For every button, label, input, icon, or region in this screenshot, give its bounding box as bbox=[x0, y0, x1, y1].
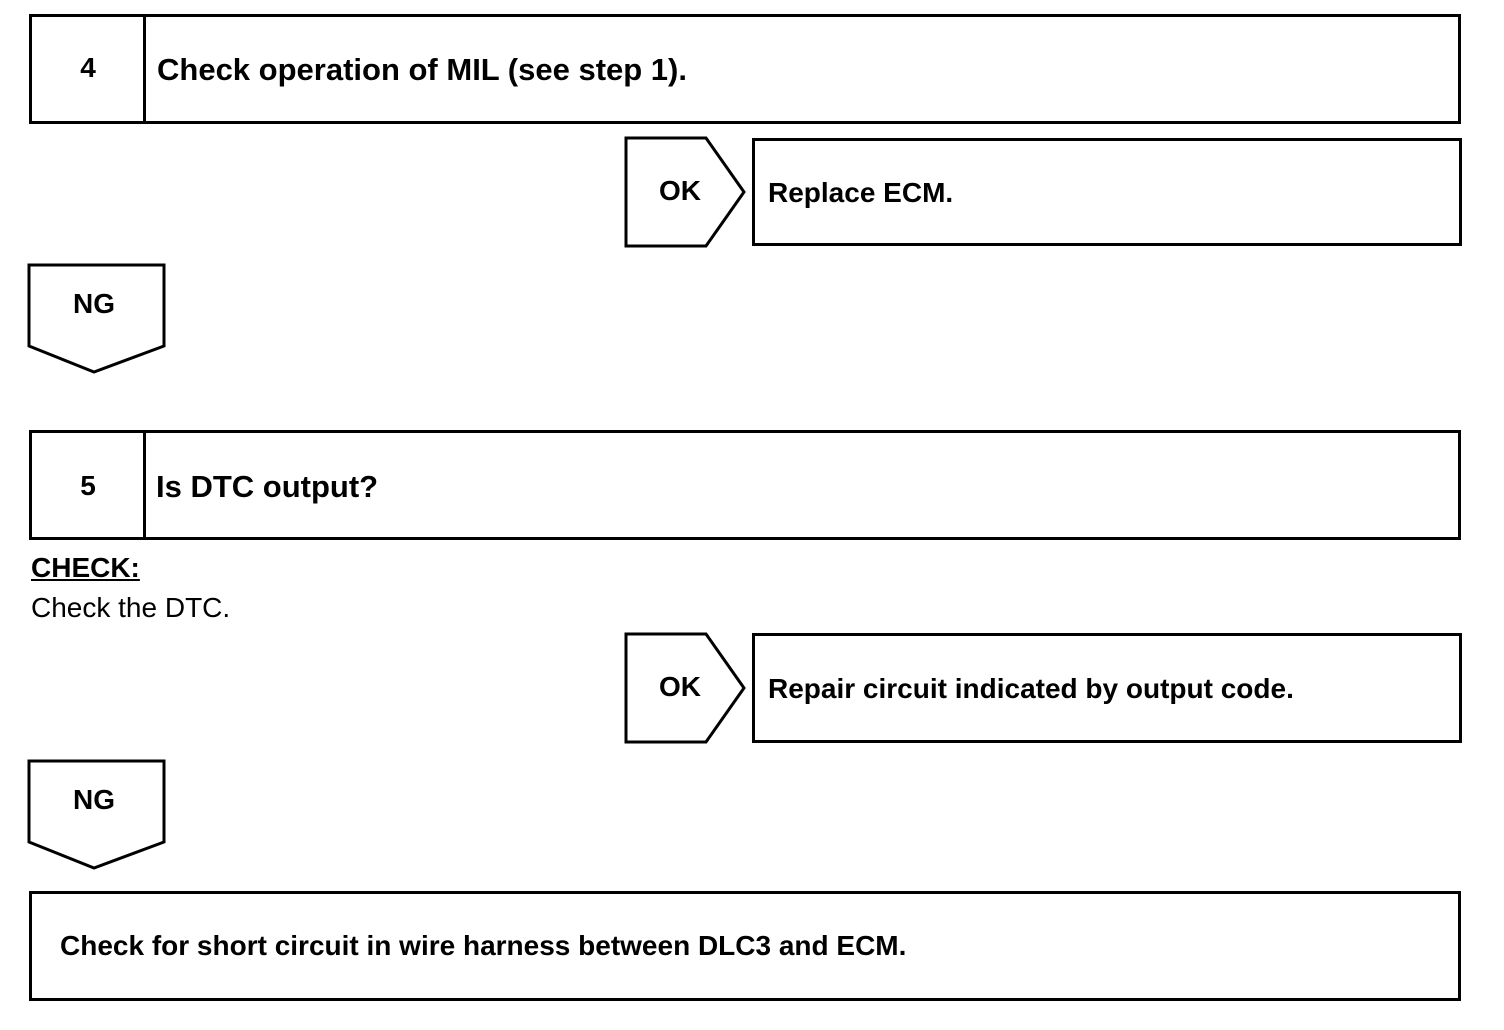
ok-label: OK bbox=[659, 671, 701, 702]
check-text: Check the DTC. bbox=[31, 592, 231, 623]
ng-arrow-shape bbox=[27, 263, 166, 374]
step-4-box: 4 Check operation of MIL (see step 1). bbox=[29, 14, 1461, 124]
ok-arrow-shape bbox=[624, 136, 746, 248]
ng-label: NG bbox=[73, 288, 115, 319]
step-5-box: 5 Is DTC output? bbox=[29, 430, 1461, 540]
ok-result-text: Replace ECM. bbox=[768, 177, 954, 208]
step-divider bbox=[143, 17, 146, 121]
ng-label: NG bbox=[73, 784, 115, 815]
check-heading: CHECK: bbox=[31, 552, 140, 583]
step-number: 5 bbox=[80, 470, 96, 501]
final-action-box: Check for short circuit in wire harness … bbox=[29, 891, 1461, 1001]
step-number: 4 bbox=[80, 52, 96, 83]
final-action-text: Check for short circuit in wire harness … bbox=[60, 930, 907, 961]
ok-result-box: Repair circuit indicated by output code. bbox=[752, 633, 1462, 743]
step-title: Check operation of MIL (see step 1). bbox=[157, 52, 687, 87]
ok-arrow-shape bbox=[624, 632, 746, 744]
step-title: Is DTC output? bbox=[156, 469, 379, 504]
ok-result-text: Repair circuit indicated by output code. bbox=[768, 673, 1294, 704]
ok-label: OK bbox=[659, 175, 701, 206]
ok-result-box: Replace ECM. bbox=[752, 138, 1462, 246]
ng-arrow-shape bbox=[27, 759, 166, 870]
step-divider bbox=[143, 433, 146, 537]
